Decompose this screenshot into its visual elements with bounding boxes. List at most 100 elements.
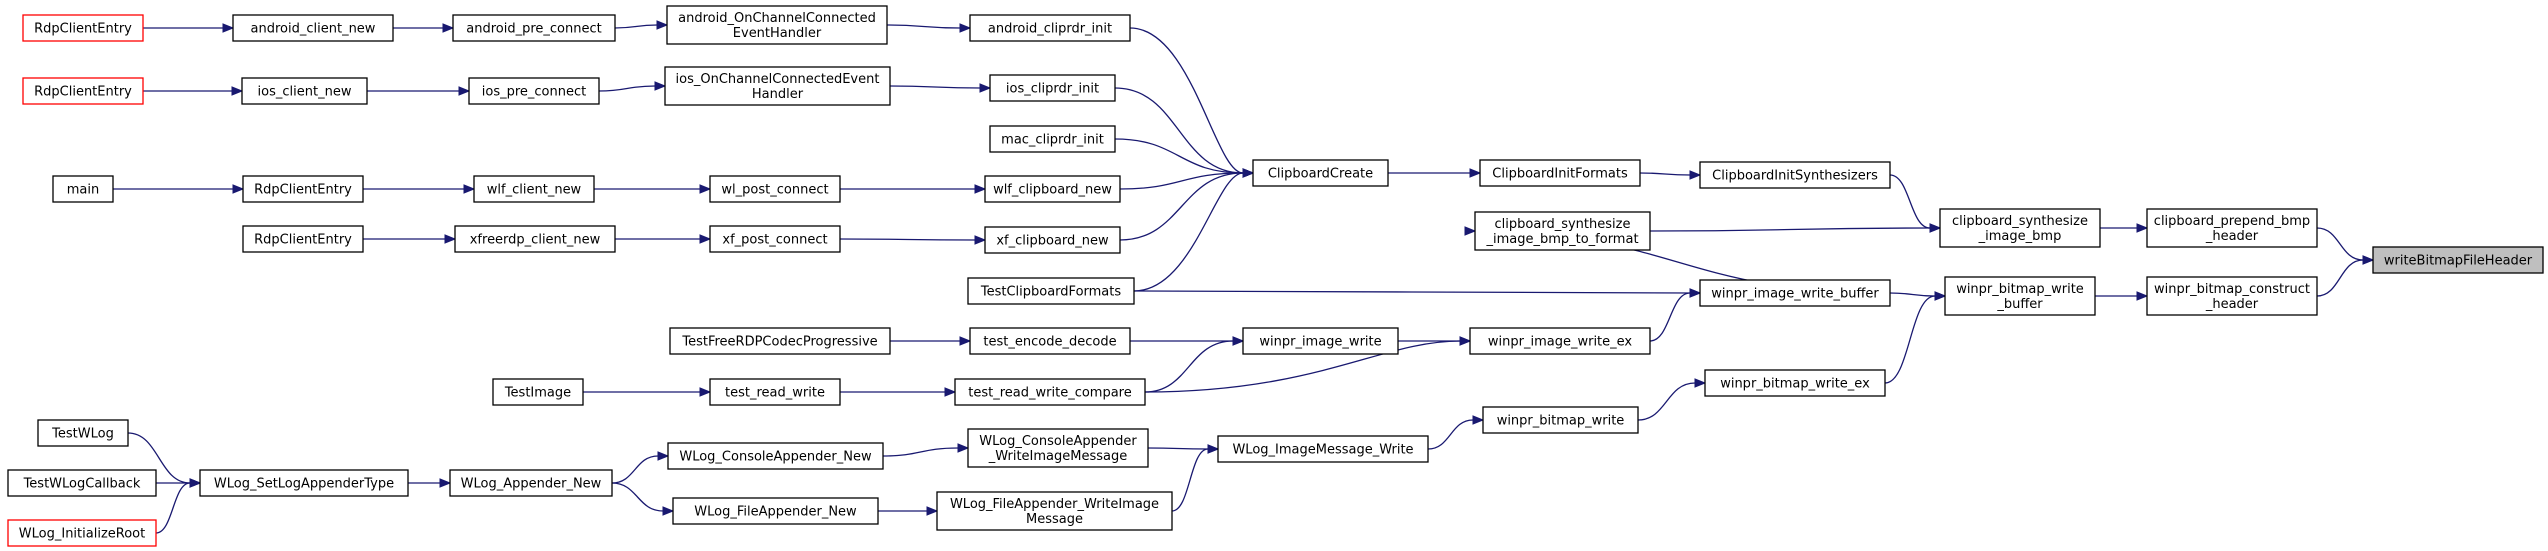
node-xfreerdp-client-new[interactable]: xfreerdp_client_new [454, 225, 616, 253]
node-wlog-appender-new[interactable]: WLog_Appender_New [449, 469, 613, 497]
node-wlog-initializeroot[interactable]: WLog_InitializeRoot [7, 519, 157, 547]
node-rdpcliententry[interactable]: RdpClientEntry [242, 175, 364, 203]
node-label: RdpClientEntry [34, 85, 132, 100]
node-box [1699, 279, 1891, 307]
edge-test-read-write-compare-to-winpr-image-write [1144, 336, 1245, 393]
edge-wl-post-connect-to-wlf-clipboard-new [839, 184, 987, 194]
node-winpr-bitmap-write[interactable]: winpr_bitmap_write [1482, 406, 1639, 434]
node-wlog-fileappender-new[interactable]: WLog_FileAppender_New [672, 497, 879, 525]
node-box [967, 277, 1135, 305]
edge-wlog-appender-new-to-wlog-consoleappender-new [611, 451, 670, 484]
node-wlog-fileappender-writeimagemessage[interactable]: WLog_FileAppender_WriteImageMessage [936, 491, 1173, 531]
node-label: TestFreeRDPCodecProgressive [681, 335, 877, 350]
node-rdpcliententry[interactable]: RdpClientEntry [22, 14, 144, 42]
call-nodes: RdpClientEntry android_client_new android_… [7, 5, 2544, 547]
node-box [1242, 327, 1399, 355]
node-winpr-bitmap-construct-header[interactable]: winpr_bitmap_construct_header [2146, 276, 2318, 316]
node-winpr-bitmap-write-buffer[interactable]: winpr_bitmap_write_buffer [1944, 276, 2096, 316]
edge-rdpcliententry-4-to-xfreerdp-client-new [363, 234, 457, 244]
node-label: ClipboardCreate [1268, 167, 1373, 182]
edge-wlog-imagemessage-write-to-winpr-bitmap-write [1427, 415, 1485, 450]
node-wlf-client-new[interactable]: wlf_client_new [473, 175, 595, 203]
node-wlog-consoleappender-writeimagemessage[interactable]: WLog_ConsoleAppender_WriteImageMessage [967, 428, 1149, 468]
edge-testclipboardformats-to-winpr-image-write-buffer [1133, 288, 1702, 298]
node-clipboardcreate[interactable]: ClipboardCreate [1252, 159, 1389, 187]
node-label: EventHandler [733, 26, 822, 41]
node-winpr-bitmap-write-ex[interactable]: winpr_bitmap_write_ex [1704, 369, 1886, 397]
node-label: TestClipboardFormats [980, 285, 1122, 300]
edge-android-client-new-to-android-pre-connect [393, 23, 455, 33]
node-testwlogcallback[interactable]: TestWLogCallback [7, 469, 157, 497]
edge-clipboard-synth-bmp-to-clipboard-prepend-bmp-header [2100, 223, 2149, 233]
node-writebitmapfileheader[interactable]: writeBitmapFileHeader [2372, 246, 2544, 274]
node-clipboard-synthesize-image-bmp-to-format[interactable]: clipboard_synthesize_image_bmp_to_format [1474, 211, 1651, 251]
node-label: winpr_image_write_ex [1488, 335, 1633, 350]
node-label: winpr_image_write_buffer [1711, 287, 1879, 302]
edge-testimage-to-test-read-write [583, 387, 712, 397]
node-mac-cliprdr-init[interactable]: mac_cliprdr_init [989, 125, 1116, 153]
edge-test-read-write-to-test-read-write-compare [840, 387, 957, 397]
node-wlf-clipboard-new[interactable]: wlf_clipboard_new [984, 175, 1121, 203]
node-box [969, 327, 1131, 355]
node-winpr-image-write-ex[interactable]: winpr_image_write_ex [1469, 327, 1651, 355]
node-ios-client-new[interactable]: ios_client_new [241, 77, 368, 105]
node-test-encode-decode[interactable]: test_encode_decode [969, 327, 1131, 355]
node-testimage[interactable]: TestImage [492, 378, 584, 406]
node-box [664, 66, 891, 106]
node-label: main [67, 183, 99, 198]
edge-wlog-consoleappender-new-to-wlog-console-writeimage [882, 443, 970, 457]
node-box [37, 419, 129, 447]
node-android-cliprdr-init[interactable]: android_cliprdr_init [969, 14, 1131, 42]
node-main[interactable]: main [52, 175, 114, 203]
edge-clipboardinitsynthesizers-to-clipboard-synth-bmp [1889, 174, 1942, 233]
node-test-read-write-compare[interactable]: test_read_write_compare [954, 378, 1146, 406]
edge-wlf-client-new-to-wl-post-connect [593, 184, 712, 194]
edge-rdpcliententry-1-to-android-client-new [143, 23, 235, 33]
edge-wlog-appender-new-to-wlog-fileappender-new [611, 482, 675, 516]
node-label: winpr_bitmap_write_ex [1720, 377, 1870, 392]
node-test-read-write[interactable]: test_read_write [709, 378, 841, 406]
node-clipboard-prepend-bmp-header[interactable]: clipboard_prepend_bmp_header [2146, 208, 2318, 248]
node-ios-cliprdr-init[interactable]: ios_cliprdr_init [989, 74, 1116, 102]
node-android-client-new[interactable]: android_client_new [232, 14, 394, 42]
node-box [449, 469, 613, 497]
node-clipboard-synthesize-image-bmp[interactable]: clipboard_synthesize_image_bmp [1939, 208, 2101, 248]
node-xf-post-connect[interactable]: xf_post_connect [709, 225, 841, 253]
node-clipboardinitsynthesizers[interactable]: ClipboardInitSynthesizers [1699, 161, 1891, 189]
node-label: clipboard_synthesize [1495, 217, 1631, 232]
node-ios-pre-connect[interactable]: ios_pre_connect [468, 77, 600, 105]
node-label: mac_cliprdr_init [1001, 133, 1104, 148]
node-label: android_client_new [251, 22, 376, 37]
edge-android-pre-connect-to-android-onchannel [614, 20, 669, 30]
node-label: winpr_bitmap_write [1956, 282, 2084, 297]
node-android-pre-connect[interactable]: android_pre_connect [452, 14, 616, 42]
node-box [984, 226, 1121, 254]
node-box [199, 469, 409, 497]
node-wlog-imagemessage-write[interactable]: WLog_ImageMessage_Write [1217, 435, 1429, 463]
node-box [669, 327, 891, 355]
node-box [709, 175, 841, 203]
node-label: _image_bmp [1978, 229, 2062, 244]
node-winpr-image-write[interactable]: winpr_image_write [1242, 327, 1399, 355]
edge-testfreerdpcodecprogressive-to-test-encode-decode [889, 336, 972, 346]
node-winpr-image-write-buffer[interactable]: winpr_image_write_buffer [1699, 279, 1891, 307]
node-box [666, 5, 888, 45]
node-xf-clipboard-new[interactable]: xf_clipboard_new [984, 226, 1121, 254]
node-wl-post-connect[interactable]: wl_post_connect [709, 175, 841, 203]
node-clipboardinitformats[interactable]: ClipboardInitFormats [1479, 159, 1641, 187]
node-testclipboardformats[interactable]: TestClipboardFormats [967, 277, 1135, 305]
node-label: RdpClientEntry [34, 22, 132, 37]
node-testwlog[interactable]: TestWLog [37, 419, 129, 447]
node-box [473, 175, 595, 203]
node-wlog-setlogappendertype[interactable]: WLog_SetLogAppenderType [199, 469, 409, 497]
node-rdpcliententry[interactable]: RdpClientEntry [242, 225, 364, 253]
edge-wlog-file-writeimage-to-wlog-imagemessage-write [1171, 444, 1220, 512]
node-rdpcliententry[interactable]: RdpClientEntry [22, 77, 144, 105]
node-wlog-consoleappender-new[interactable]: WLog_ConsoleAppender_New [667, 442, 884, 470]
node-box [1479, 159, 1641, 187]
node-testfreerdpcodecprogressive[interactable]: TestFreeRDPCodecProgressive [669, 327, 891, 355]
edge-winpr-image-write-ex-to-winpr-image-write-buffer [1649, 288, 1702, 342]
